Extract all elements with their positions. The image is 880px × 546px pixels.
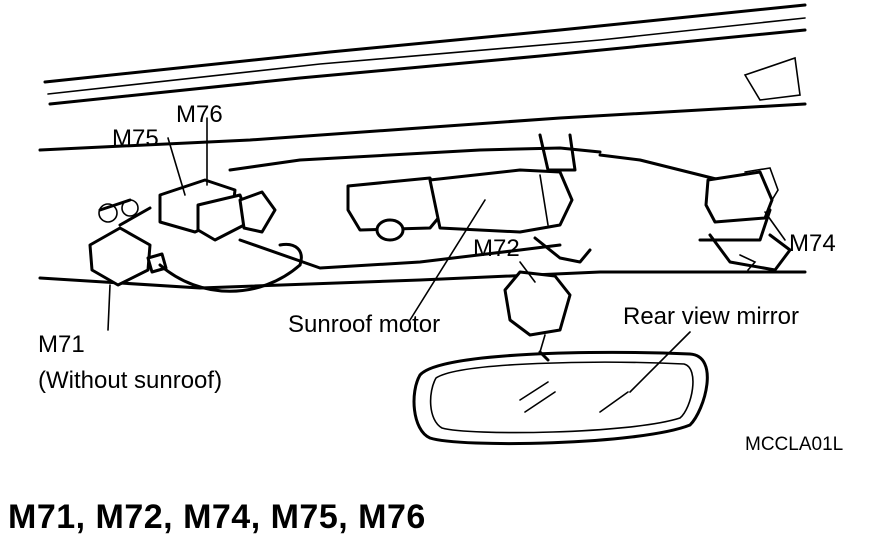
label-sunroof-motor: Sunroof motor (288, 311, 440, 338)
label-m72: M72 (473, 235, 520, 262)
leader-lines (107, 117, 786, 393)
label-m74: M74 (789, 230, 836, 257)
sunroof-motor (346, 168, 574, 242)
label-rear-view-mirror: Rear view mirror (623, 303, 799, 330)
m74-connector (704, 167, 779, 224)
m71-connector (88, 226, 303, 293)
label-m75: M75 (112, 125, 159, 152)
figure-code: MCCLA01L (745, 434, 843, 455)
diagram-caption: M71, M72, M74, M75, M76 (8, 498, 426, 536)
m72-connector (503, 236, 592, 353)
roof-headliner-lines (38, 3, 807, 290)
m75-m76-connectors (98, 178, 277, 242)
label-without-sunroof: (Without sunroof) (38, 367, 222, 394)
rear-view-mirror (412, 350, 709, 446)
label-m76: M76 (176, 101, 223, 128)
label-m71: M71 (38, 331, 85, 358)
overhead-console (228, 133, 792, 272)
